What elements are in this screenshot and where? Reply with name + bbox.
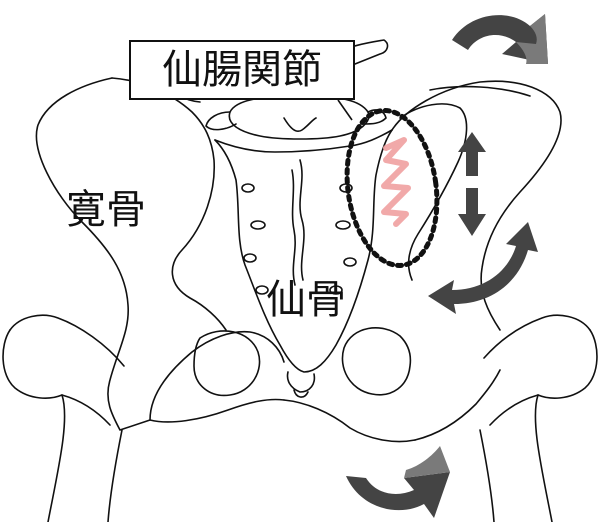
median-sacral-crest-inner <box>291 169 296 286</box>
right-obturator <box>341 327 412 396</box>
right-femur-neck <box>483 314 591 359</box>
l5-spinous-process <box>283 117 317 133</box>
joint-dotted-ring <box>344 108 440 268</box>
right-femur-trochanter <box>489 394 539 426</box>
curved-arrow-icon <box>452 14 548 64</box>
l5-transverse-process-left <box>205 111 237 131</box>
sacrum-outline <box>214 129 393 373</box>
left-femur-shaft <box>107 429 123 522</box>
sacral-foramen-r4 <box>329 285 343 295</box>
sacral-foramen-l4 <box>255 285 269 295</box>
left-femur-neck <box>9 314 125 367</box>
sacral-base <box>214 129 393 153</box>
callout-leader <box>337 99 353 121</box>
sacral-foramen-l2 <box>250 220 266 230</box>
left-ilium-inner <box>111 77 227 331</box>
median-sacral-crest <box>299 159 305 281</box>
right-pubic-ramus <box>414 369 501 441</box>
left-femur-trochanter <box>61 394 111 426</box>
curved-arrow-icon <box>346 446 450 518</box>
right-femur-outline <box>534 329 598 522</box>
joint-callout: 仙腸関節 <box>129 40 355 100</box>
sacral-foramen-l3 <box>243 253 257 263</box>
sacral-foramen-r2 <box>335 220 351 230</box>
sacral-foramen-r3 <box>343 257 357 267</box>
l5-transverse-process-right <box>361 109 387 125</box>
left-obturator <box>193 330 261 397</box>
right-ilium-inner <box>399 103 468 281</box>
sacral-foramen-l1 <box>241 183 255 193</box>
pubic-lower-left <box>149 398 285 423</box>
left-femur-outline <box>2 329 66 522</box>
left-ilium-outline <box>35 77 285 431</box>
right-femur-shaft <box>479 429 495 522</box>
right-iliac-crest <box>429 85 531 97</box>
ilium-label: 寛骨 <box>66 187 146 233</box>
sacrum-label: 仙骨 <box>266 277 346 323</box>
joint-label: 仙腸関節 <box>162 47 322 93</box>
joint-highlight <box>381 137 411 227</box>
curved-double-arrow-icon <box>428 222 538 314</box>
pubic-lower-right <box>283 399 416 443</box>
l5-vertebra-body <box>228 95 370 140</box>
coccyx-tip <box>293 389 309 398</box>
coccyx <box>286 371 316 393</box>
double-arrow-vertical-icon <box>458 132 486 236</box>
